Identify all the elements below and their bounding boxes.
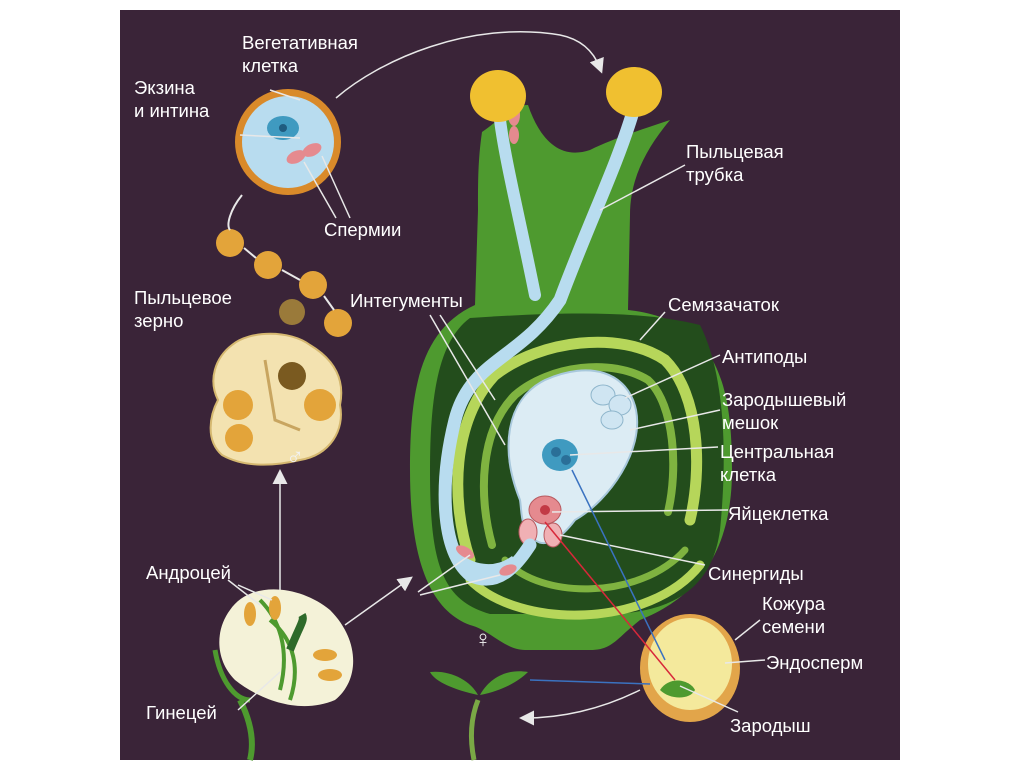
label-seed-coat: Кожура семени xyxy=(762,593,826,637)
leader-lines xyxy=(227,31,766,726)
label-vegetative-cell: Вегетативная клетка xyxy=(242,32,358,76)
label-androecium: Андроцей xyxy=(146,562,231,583)
label-embryo-sac: Зародышевый мешок xyxy=(722,389,847,433)
label-endosperm: Эндосперм xyxy=(766,652,864,673)
egg-apparatus xyxy=(518,495,563,548)
label-exine-intine: Экзина и интина xyxy=(134,77,210,121)
female-symbol-icon: ♀ xyxy=(474,626,492,653)
label-pollen-grain: Пыльцевое зерно xyxy=(134,287,232,331)
sperm-egg-path xyxy=(544,521,676,681)
label-integuments: Интегументы xyxy=(350,290,463,311)
label-egg-cell: Яйцеклетка xyxy=(728,503,829,524)
anther-cross-section xyxy=(209,332,343,466)
stigmas xyxy=(470,67,662,122)
seedling xyxy=(430,671,528,761)
label-ovule: Семязачаток xyxy=(668,294,779,315)
label-antipodes: Антиподы xyxy=(722,346,808,367)
label-embryo: Зародыш xyxy=(730,715,811,736)
sperm-central-path xyxy=(571,469,666,661)
label-gynoecium: Гинецей xyxy=(146,702,217,723)
label-synergids: Синергиды xyxy=(708,563,804,584)
central-cell-nucleus xyxy=(542,439,578,471)
flower xyxy=(212,589,354,761)
seedling-seed-path xyxy=(529,679,651,685)
label-sperms: Спермии xyxy=(324,219,402,240)
antipodal-cells xyxy=(590,384,632,430)
pollen-grain-detail xyxy=(235,89,341,195)
male-symbol-icon: ♂ xyxy=(286,444,304,471)
label-central-cell: Центральная клетка xyxy=(720,441,835,485)
seed xyxy=(640,614,740,722)
label-pollen-tube: Пыльцевая трубка xyxy=(686,141,784,185)
